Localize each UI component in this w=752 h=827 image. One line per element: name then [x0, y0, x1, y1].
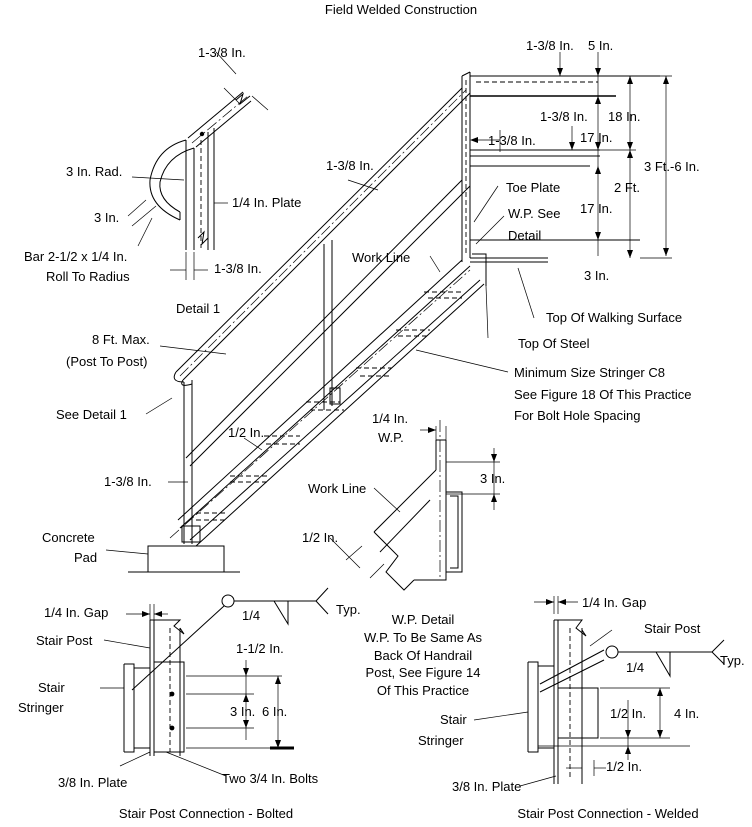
elev-top-walk: Top Of Walking Surface	[546, 310, 682, 325]
elev-mid-138b: 1-3/8 In.	[488, 133, 536, 148]
wp-three-in: 3 In.	[480, 471, 505, 486]
elev-stringer-line3: For Bolt Hole Spacing	[514, 408, 640, 423]
elev-two-ft: 2 Ft.	[614, 180, 640, 195]
elev-detail: Detail	[508, 228, 541, 243]
detail1-bottom-dim: 1-3/8 In.	[214, 261, 262, 276]
elev-concrete1: Concrete	[42, 530, 95, 545]
elev-three-in: 3 In.	[584, 268, 609, 283]
elev-stringer-line1: Minimum Size Stringer C8	[514, 365, 665, 380]
stair-elevation: 1-3/8 In. 5 In. 18 In. 1-3/8 In. 1-3/8 I…	[42, 38, 700, 573]
bolted-d1: 1-1/2 In.	[236, 641, 284, 656]
wp-caption4: Post, See Figure 14	[366, 665, 481, 680]
bolted-caption: Stair Post Connection - Bolted	[119, 806, 293, 821]
elev-wp-see: W.P. See	[508, 206, 561, 221]
bolted-stringer2: Stringer	[18, 700, 64, 715]
elev-mid-138a: 1-3/8 In.	[540, 109, 588, 124]
elev-post-138: 1-3/8 In.	[104, 474, 152, 489]
elev-half-in: 1/2 In.	[228, 425, 264, 440]
welded-d-half: 1/2 In.	[610, 706, 646, 721]
bolted-post: Stair Post	[36, 633, 93, 648]
detail-1: 1-3/8 In. 3 In. Rad. 3 In. 1/4 In. Plate…	[24, 45, 301, 316]
wp-work-line: Work Line	[308, 481, 366, 496]
elev-toe-plate: Toe Plate	[506, 180, 560, 195]
elev-see-detail: See Detail 1	[56, 407, 127, 422]
detail1-leg: 3 In.	[94, 210, 119, 225]
wp-caption3: Back Of Handrail	[374, 648, 472, 663]
welded-typ: Typ.	[720, 653, 745, 668]
elev-post-spacing1: 8 Ft. Max.	[92, 332, 150, 347]
bolted-plate: 3/8 In. Plate	[58, 775, 127, 790]
elev-17a: 17 In.	[580, 130, 613, 145]
detail1-radius: 3 In. Rad.	[66, 164, 122, 179]
bolted-bolts: Two 3/4 In. Bolts	[222, 771, 319, 786]
welded-d-half-b: 1/2 In.	[606, 759, 642, 774]
bolted-gap: 1/4 In. Gap	[44, 605, 108, 620]
detail1-dim-top: 1-3/8 In.	[198, 45, 246, 60]
drawing-title: Field Welded Construction	[325, 2, 477, 17]
elev-top-138: 1-3/8 In.	[526, 38, 574, 53]
welded-stringer1: Stair	[440, 712, 467, 727]
wp-caption5: Of This Practice	[377, 683, 469, 698]
welded-gap: 1/4 In. Gap	[582, 595, 646, 610]
elev-18: 18 In.	[608, 109, 641, 124]
bolted-typ: Typ.	[336, 602, 361, 617]
elev-top-steel: Top Of Steel	[518, 336, 590, 351]
elev-top-5: 5 In.	[588, 38, 613, 53]
bolted-d6: 6 In.	[262, 704, 287, 719]
elev-stringer-line2: See Figure 18 Of This Practice	[514, 387, 692, 402]
elev-post-spacing2: (Post To Post)	[66, 354, 147, 369]
welded-connection: 1/4 In. Gap Stair Post 1/4 Typ. Stair St…	[418, 595, 745, 821]
bolted-d3: 3 In.	[230, 704, 255, 719]
bolted-connection: 1/4 In. Gap Stair Post 1/4 Typ. Stair St…	[18, 587, 361, 821]
bolted-weld-size: 1/4	[242, 608, 260, 623]
elev-work-line: Work Line	[352, 250, 410, 265]
wp-quarter: 1/4 In.	[372, 411, 408, 426]
elev-total: 3 Ft.-6 In.	[644, 159, 700, 174]
welded-post: Stair Post	[644, 621, 701, 636]
elev-rail-138: 1-3/8 In.	[326, 158, 374, 173]
wp-caption2: W.P. To Be Same As	[364, 630, 483, 645]
wp-half-in: 1/2 In.	[302, 530, 338, 545]
elev-17b: 17 In.	[580, 201, 613, 216]
elev-concrete2: Pad	[74, 550, 97, 565]
detail1-bar-line2: Roll To Radius	[46, 269, 130, 284]
welded-weld-size: 1/4	[626, 660, 644, 675]
wp-wp: W.P.	[378, 430, 404, 445]
welded-caption: Stair Post Connection - Welded	[517, 806, 698, 821]
detail1-caption: Detail 1	[176, 301, 220, 316]
wp-detail: 1/4 In. W.P. 3 In. Work Line 1/2 In. W.P…	[302, 411, 505, 698]
welded-stringer2: Stringer	[418, 733, 464, 748]
detail1-plate: 1/4 In. Plate	[232, 195, 301, 210]
wp-caption1: W.P. Detail	[392, 612, 455, 627]
bolted-stringer1: Stair	[38, 680, 65, 695]
detail1-bar-line1: Bar 2-1/2 x 1/4 In.	[24, 249, 127, 264]
welded-plate: 3/8 In. Plate	[452, 779, 521, 794]
welded-d4: 4 In.	[674, 706, 699, 721]
